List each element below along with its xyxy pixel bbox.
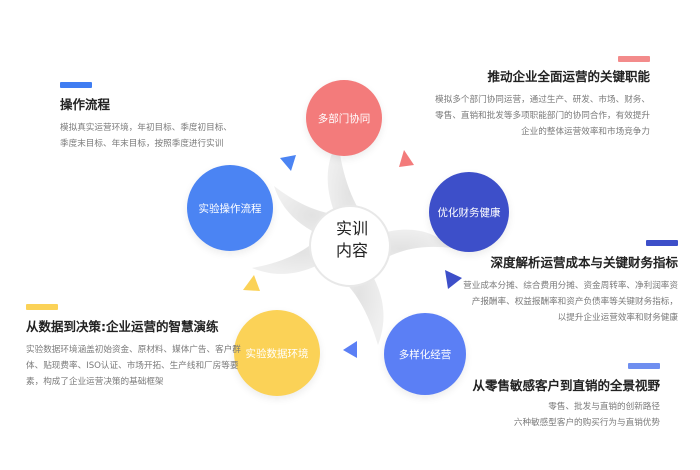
- block-process-line-2: 季度末目标、年末目标，按照季度进行实训: [60, 139, 224, 149]
- block-diverse-title: 从零售敏感客户到直销的全景视野: [472, 378, 660, 393]
- block-finance-bar: [646, 240, 678, 246]
- block-data-line-1: 实验数据环境涵盖初始资金、原材料、媒体广告、客户群: [26, 345, 241, 355]
- arrow-dept-to-finance: [399, 150, 414, 167]
- node-data: 实验数据环境: [234, 310, 320, 396]
- block-process-line-1: 模拟真实运营环境，年初目标、季度初目标、: [60, 123, 232, 133]
- block-dept: 推动企业全面运营的关键职能 模拟多个部门协同运营，通过生产、研发、市场、财务、 …: [420, 56, 650, 140]
- center-line-2: 内容: [335, 241, 368, 260]
- block-finance-line-3: 以提升企业运营效率和财务健康: [557, 313, 678, 323]
- arrow-data-to-process: [243, 275, 260, 291]
- block-dept-line-1: 模拟多个部门协同运营，通过生产、研发、市场、财务、: [435, 95, 650, 105]
- block-diverse: 从零售敏感客户到直销的全景视野 零售、批发与直销的创新路径 六种敏感型客户的购买…: [420, 363, 660, 431]
- block-diverse-bar: [628, 363, 660, 369]
- block-finance: 深度解析运营成本与关键财务指标 营业成本分摊、综合费用分摊、资金周转率、净利润率…: [420, 240, 678, 326]
- block-finance-line-1: 营业成本分摊、综合费用分摊、资金周转率、净利润率资: [463, 281, 678, 291]
- center-ring: [309, 205, 391, 287]
- block-data-bar: [26, 304, 58, 310]
- node-diverse: 多样化经营: [384, 313, 466, 395]
- block-data-title: 从数据到决策:企业运营的智慧演练: [26, 319, 219, 334]
- block-dept-title: 推动企业全面运营的关键职能: [487, 69, 650, 84]
- block-diverse-line-2: 六种敏感型客户的购买行为与直销优势: [513, 418, 660, 428]
- center-label: 实训 内容: [318, 218, 386, 276]
- node-diverse-label: 多样化经营: [398, 348, 452, 361]
- block-dept-line-2: 零售、直销和批发等多项职能部门的协同合作，有效提升: [435, 111, 650, 121]
- arrow-process-to-dept: [280, 155, 296, 171]
- block-finance-title: 深度解析运营成本与关键财务指标: [490, 255, 678, 270]
- block-process: 操作流程 模拟真实运营环境，年初目标、季度初目标、 季度末目标、年末目标，按照季…: [60, 82, 232, 152]
- block-data-line-3: 素，构成了企业运营决策的基础框架: [26, 377, 164, 387]
- node-data-label: 实验数据环境: [245, 347, 309, 360]
- center-line-1: 实训: [335, 219, 368, 238]
- node-dept: 多部门协同: [306, 80, 382, 156]
- node-dept-label: 多部门协同: [317, 112, 371, 125]
- block-finance-line-2: 产报酬率、权益报酬率和资产负债率等关键财务指标，: [471, 297, 678, 307]
- flow-arrows: [243, 150, 462, 358]
- block-dept-line-3: 企业的整体运营效率和市场竞争力: [521, 127, 650, 137]
- block-dept-bar: [618, 56, 650, 62]
- block-data: 从数据到决策:企业运营的智慧演练 实验数据环境涵盖初始资金、原材料、媒体广告、客…: [26, 304, 241, 390]
- node-finance-label: 优化财务健康: [437, 206, 501, 219]
- block-process-bar: [60, 82, 92, 88]
- node-process: 实验操作流程: [187, 165, 273, 251]
- node-finance: 优化财务健康: [429, 172, 509, 252]
- block-process-title: 操作流程: [60, 97, 111, 112]
- block-data-line-2: 体、贴现费率、ISO认证、市场开拓、生产线和厂房等要: [26, 361, 239, 371]
- arrow-finance-to-diverse: [445, 270, 462, 289]
- node-process-label: 实验操作流程: [198, 202, 262, 215]
- arrow-diverse-to-data: [343, 341, 357, 358]
- block-diverse-line-1: 零售、批发与直销的创新路径: [548, 402, 660, 412]
